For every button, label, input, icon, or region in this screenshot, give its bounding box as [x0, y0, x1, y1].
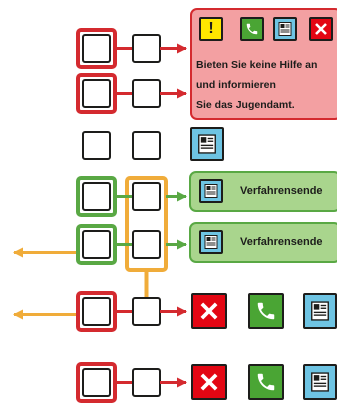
document-icon — [190, 127, 224, 161]
cross-icon — [309, 17, 333, 41]
warning-line-3: Sie das Jugendamt. — [196, 99, 295, 111]
row4-left-box — [82, 182, 111, 211]
document-icon — [303, 364, 337, 400]
row1-left-box — [82, 34, 111, 63]
row4-right-box — [132, 182, 161, 211]
cross-icon — [191, 293, 227, 329]
exclamation-icon: ! — [199, 17, 223, 41]
phone-icon — [240, 17, 264, 41]
row6-left-box — [82, 297, 111, 326]
warning-text: Bieten Sie keine Hilfe an und informiere… — [196, 55, 317, 115]
row5-right-box — [132, 230, 161, 259]
document-icon — [273, 17, 297, 41]
end-label-2: Verfahrensende — [240, 236, 323, 248]
warning-line-1: Bieten Sie keine Hilfe an — [196, 59, 318, 71]
exclamation-mark: ! — [208, 20, 214, 37]
cross-icon — [191, 364, 227, 400]
row1-right-box — [132, 34, 161, 63]
document-icon — [199, 230, 223, 254]
phone-icon — [248, 364, 284, 400]
end-label-1: Verfahrensende — [240, 185, 323, 197]
warning-line-2: und informieren — [196, 79, 276, 91]
row7-left-box — [82, 368, 111, 397]
document-icon — [303, 293, 337, 329]
row2-left-box — [82, 79, 111, 108]
end-callout-2 — [189, 222, 337, 263]
row6-right-box — [132, 297, 161, 326]
phone-icon — [248, 293, 284, 329]
row7-right-box — [132, 368, 161, 397]
row3-left-box — [82, 131, 111, 160]
row2-right-box — [132, 79, 161, 108]
document-icon — [199, 179, 223, 203]
row5-left-box — [82, 230, 111, 259]
row3-right-box — [132, 131, 161, 160]
